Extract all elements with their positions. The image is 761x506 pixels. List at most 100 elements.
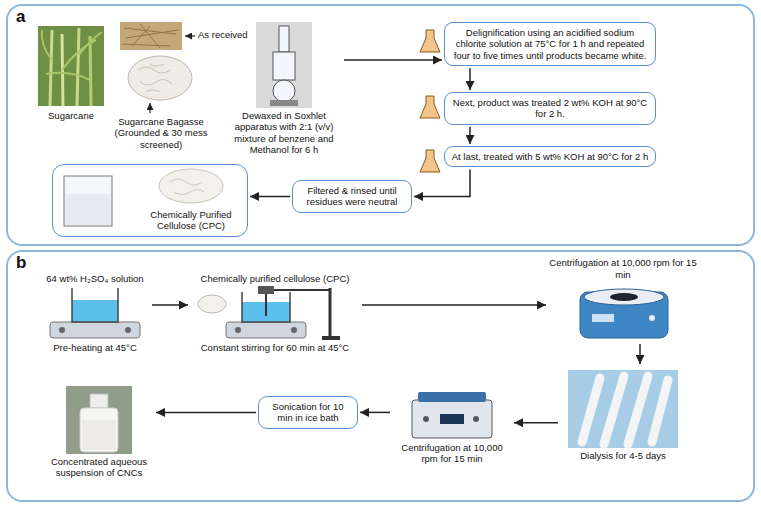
sugarcane-photo xyxy=(77,28,79,106)
centrifuge xyxy=(584,289,664,305)
cnc-bottle-photo xyxy=(66,386,132,454)
centrifuge xyxy=(649,315,655,321)
stirring-setup xyxy=(329,288,332,338)
bagasse-photo xyxy=(138,64,172,92)
figure-space xyxy=(44,384,154,456)
step-text: Constant stirring for 60 min at 45°C xyxy=(190,342,360,353)
step-text: 64 wt% H₂SO₄ solution xyxy=(40,260,150,284)
centrifuge xyxy=(592,314,614,322)
bagasse-photo xyxy=(122,24,178,48)
centrifuge xyxy=(473,416,479,422)
flow-arrow xyxy=(250,196,290,198)
step-text: Dewaxed in Soxhlet apparatus with 2:1 (v… xyxy=(226,110,342,156)
leader-arrow xyxy=(185,35,195,36)
step-text: Centrifugation at 10,000 rpm for 15 min xyxy=(548,256,698,280)
step-text: Sonication for 10 min in ice bath xyxy=(265,401,351,424)
step-text: Dialysis for 4-5 days xyxy=(560,450,686,461)
stirring-setup xyxy=(235,327,241,333)
centrifuge xyxy=(580,289,668,338)
hot-plate-beaker xyxy=(50,322,140,338)
stirring-setup xyxy=(242,292,290,322)
dialysis-tubes xyxy=(604,376,624,444)
sugarcane-photo xyxy=(38,26,104,106)
process-box: Next, product was treated 2 wt% KOH at 9… xyxy=(444,92,656,125)
note-label: As received xyxy=(198,29,248,40)
flow-arrow xyxy=(414,169,470,196)
sugarcane-photo xyxy=(90,36,91,106)
cpc-images xyxy=(170,179,204,195)
soxhlet-apparatus xyxy=(256,22,312,108)
step-text: Delignification using an acidified sodiu… xyxy=(451,27,649,61)
figure-step: Centrifugation at 10,000 rpm for 15 min xyxy=(548,256,698,342)
panel-letter: b xyxy=(16,253,26,273)
figure-step: Dialysis for 4-5 days xyxy=(560,366,686,461)
centrifuge xyxy=(412,392,492,438)
dialysis-tubes xyxy=(568,370,678,448)
stirring-setup xyxy=(226,322,306,338)
cnc-bottle-photo xyxy=(90,394,108,408)
step-text: Pre-heating at 45°C xyxy=(40,342,150,353)
bagasse-photo xyxy=(120,22,192,100)
flow-arrow xyxy=(344,59,442,61)
centrifuge xyxy=(418,392,486,402)
process-box: Sonication for 10 min in ice bath xyxy=(258,396,358,429)
stirring-setup xyxy=(265,294,267,316)
hot-plate-beaker xyxy=(72,288,118,322)
stirring-setup xyxy=(274,289,330,291)
flask-icon xyxy=(420,30,440,172)
stirring-setup xyxy=(198,295,226,313)
figure-space xyxy=(30,24,112,110)
dialysis-tubes xyxy=(568,370,678,448)
step-text: Sugarcane xyxy=(30,110,112,121)
figure-space xyxy=(548,280,698,342)
flow-arrow xyxy=(152,304,188,306)
flow-arrow xyxy=(360,412,390,414)
step-text: Concentrated aqueous suspension of CNCs xyxy=(44,456,154,479)
process-box: Delignification using an acidified sodiu… xyxy=(444,22,656,66)
cpc-images xyxy=(64,176,112,226)
centrifuge xyxy=(423,416,429,422)
cpc-images xyxy=(65,194,111,225)
flow-arrow xyxy=(514,422,558,424)
figure-step: Sugarcane xyxy=(30,24,112,121)
hot-plate-beaker xyxy=(50,288,140,338)
flask-icon xyxy=(420,150,440,172)
flow-arrow xyxy=(639,344,641,364)
stirring-setup xyxy=(291,327,297,333)
hot-plate-beaker xyxy=(72,300,118,322)
step-text: Next, product was treated 2 wt% KOH at 9… xyxy=(451,97,649,120)
panel-frame: 64 wt% H₂SO₄ solutionPre-heating at 45°C… xyxy=(6,250,755,502)
soxhlet-apparatus xyxy=(270,100,298,106)
step-text: Chemically Purified Cellulose (CPC) xyxy=(139,209,243,232)
figure-space xyxy=(560,366,686,450)
centrifuge xyxy=(610,293,638,301)
step-text: Sugarcane Bagasse (Grounded & 30 mess sc… xyxy=(100,116,222,150)
product-box: Chemically Purified Cellulose (CPC) xyxy=(52,164,248,237)
step-text: Chemically purified cellulose (CPC) xyxy=(190,260,360,284)
soxhlet-apparatus xyxy=(273,52,295,80)
flow-arrow xyxy=(156,412,256,414)
dialysis-tubes xyxy=(652,380,668,442)
cpc-images xyxy=(159,169,223,203)
soxhlet-apparatus xyxy=(273,80,295,102)
flow-arrow xyxy=(469,127,471,144)
centrifuge xyxy=(440,414,464,424)
figure-space xyxy=(40,284,150,342)
hot-plate-beaker xyxy=(59,327,65,333)
leader-arrow xyxy=(150,36,195,113)
flask-icon xyxy=(420,30,440,52)
cnc-bottle-photo xyxy=(80,408,118,452)
cnc-bottle-photo xyxy=(66,386,132,454)
stirring-setup xyxy=(322,336,340,340)
sugarcane-photo xyxy=(38,26,104,106)
figure-step: Concentrated aqueous suspension of CNCs xyxy=(44,384,154,479)
hot-plate-beaker xyxy=(125,327,131,333)
centrifuge xyxy=(412,400,492,438)
figure-step: Dewaxed in Soxhlet apparatus with 2:1 (v… xyxy=(226,20,342,156)
bagasse-photo xyxy=(128,56,192,100)
soxhlet-apparatus xyxy=(279,26,289,52)
panel-letter: a xyxy=(16,7,25,27)
bagasse-photo xyxy=(120,22,182,50)
